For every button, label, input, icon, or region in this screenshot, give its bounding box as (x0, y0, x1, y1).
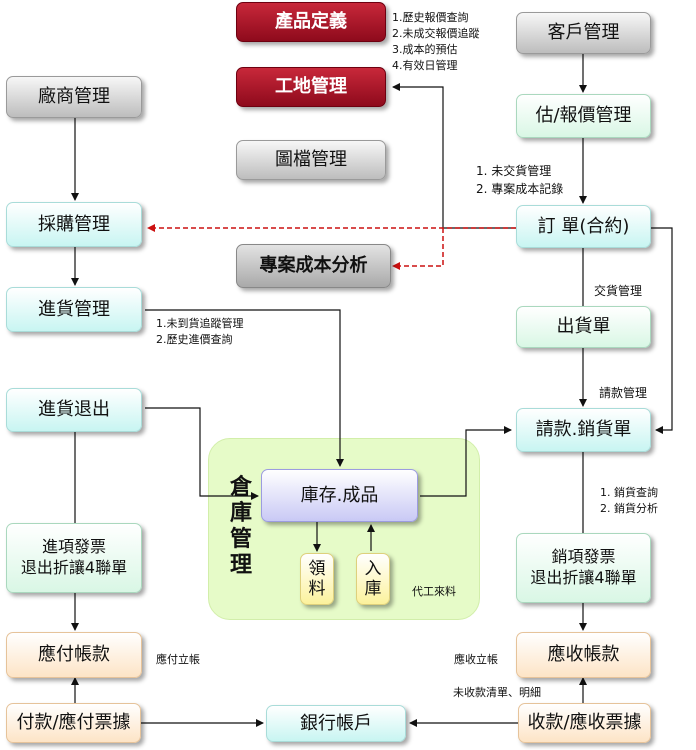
product-notes: 1.歷史報價查詢 2.未成交報價追蹤 3.成本的預估 4.有效日管理 (392, 11, 480, 72)
warehouse-area (208, 438, 480, 620)
shipping-note-box: 出貨單 (516, 306, 651, 348)
receiving-notes: 1.未到貨追蹤管理 2.歷史進價查詢 (156, 317, 244, 346)
sales-notes: 1. 銷貨查詢 2. 銷貨分析 (600, 486, 658, 515)
receivables-box: 應收帳款 (516, 632, 651, 678)
product-definition-box: 產品定義 (236, 2, 386, 42)
vendor-management-box: 廠商管理 (6, 76, 142, 118)
oem-material-label: 代工來料 (412, 585, 456, 598)
collection-box: 收款/應收票據 (518, 703, 651, 743)
edge-inventory-billing (420, 426, 512, 497)
purchase-management-box: 採購管理 (6, 202, 142, 247)
edge-order-site (392, 83, 516, 229)
sales-invoice-box: 銷項發票 退出折讓4聯單 (516, 533, 651, 603)
project-cost-analysis-box: 專案成本分析 (236, 244, 391, 288)
customer-management-box: 客戶管理 (516, 12, 651, 54)
edge-return-inventory (145, 407, 259, 500)
order-box: 訂 單(合約) (516, 205, 651, 248)
purchase-return-box: 進貨退出 (6, 388, 142, 432)
quote-management-box: 估/報價管理 (516, 94, 651, 138)
site-management-box: 工地管理 (236, 67, 386, 107)
bank-account-box: 銀行帳戶 (266, 705, 406, 742)
payable-entry-label: 應付立帳 (156, 653, 200, 666)
edge-receiving-inventory (145, 309, 344, 467)
input-invoice-box: 進項發票 退出折讓4聯單 (6, 523, 142, 593)
delivery-management-label: 交貨管理 (594, 284, 643, 298)
receivable-entry-label: 應收立帳 (454, 653, 498, 666)
billing-box: 請款.銷貨單 (516, 408, 651, 452)
payables-box: 應付帳款 (6, 632, 142, 678)
drawing-management-box: 圖檔管理 (236, 140, 386, 180)
inventory-box: 庫存.成品 (261, 469, 418, 522)
payment-box: 付款/應付票據 (6, 703, 141, 743)
order-notes: 1. 未交貨管理 2. 專案成本記錄 (476, 164, 564, 196)
edge-order-billing (651, 227, 673, 434)
material-issue-box: 領 料 (300, 553, 334, 605)
stock-in-box: 入 庫 (356, 553, 390, 605)
warehouse-label: 倉 庫 管 理 (229, 475, 252, 578)
receipt-detail-label: 未收款清單、明細 (453, 686, 541, 699)
receiving-management-box: 進貨管理 (6, 287, 142, 332)
edge-order-projectcost (392, 228, 444, 270)
billing-management-label: 請款管理 (599, 386, 648, 400)
